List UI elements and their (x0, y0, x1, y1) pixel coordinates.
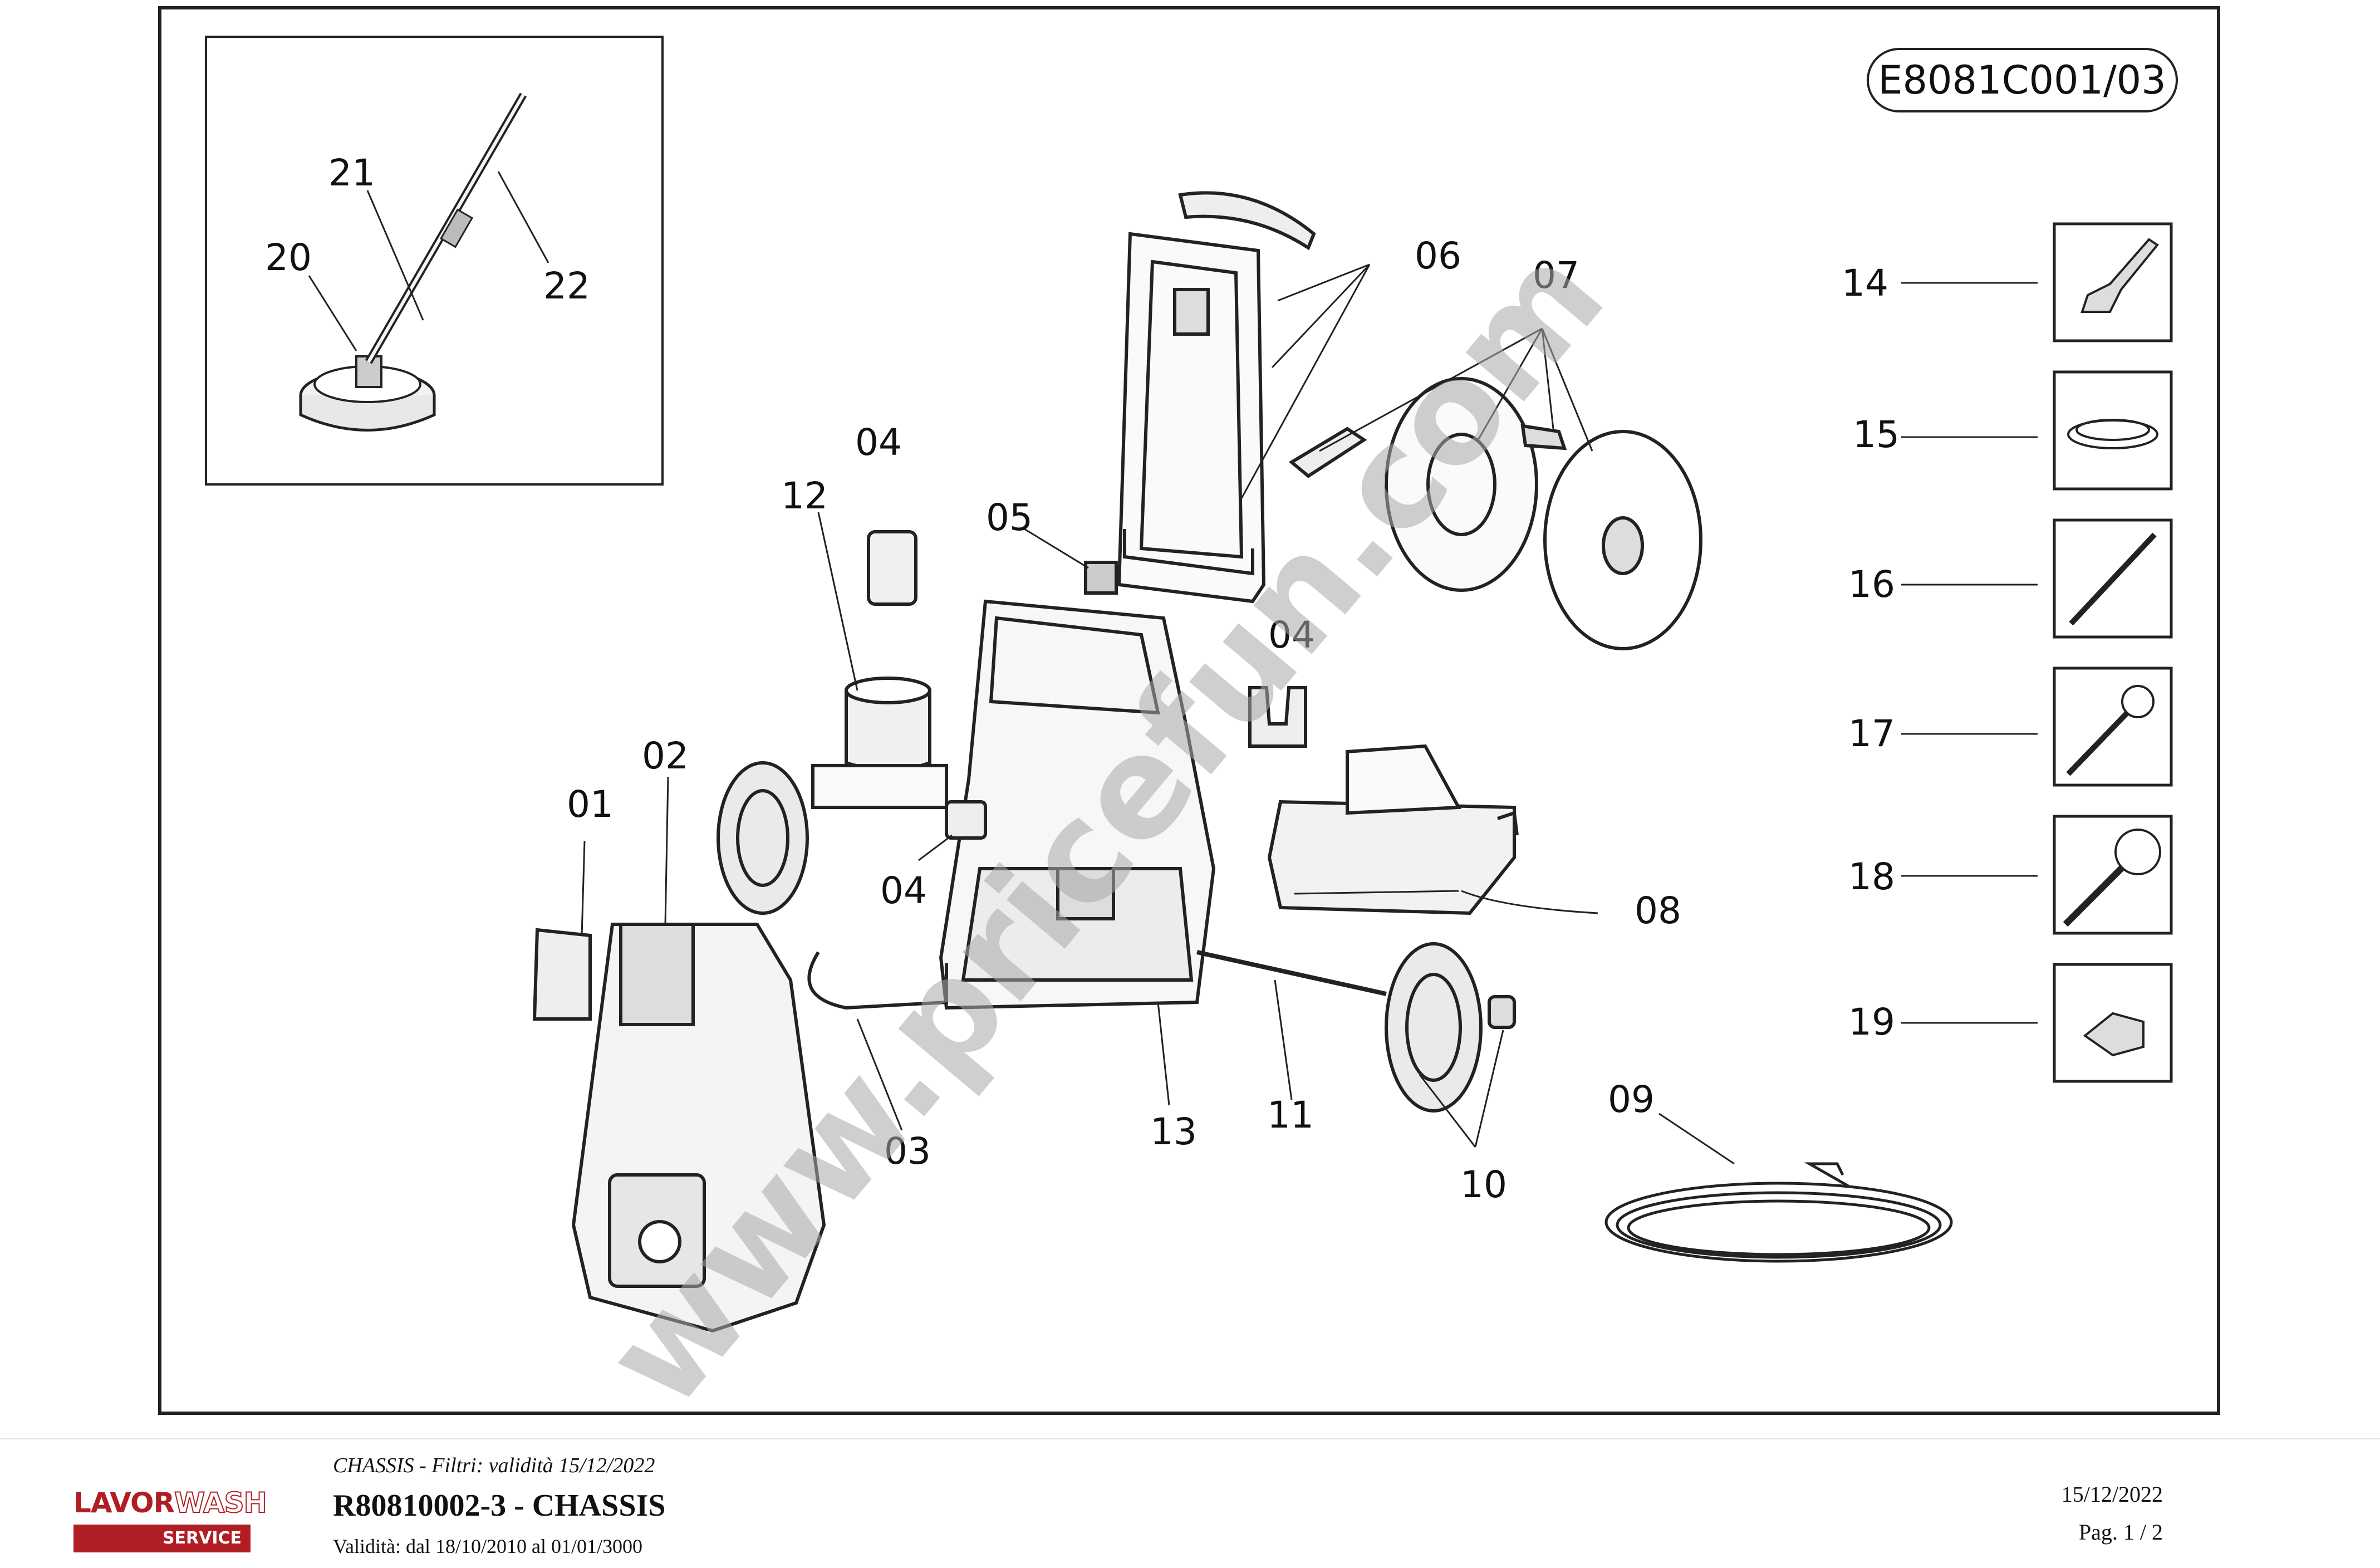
callout-07: 07 (1533, 254, 1579, 297)
part-08-base (1267, 744, 1519, 915)
logo-text-service: SERVICE (73, 1525, 251, 1552)
drawing-frame (158, 6, 2220, 1415)
exploded-parts-diagram: E8081C001/03 (158, 6, 2220, 1437)
callout-05: 05 (986, 496, 1033, 539)
callout-labels: 20 21 22 06 07 04 12 05 04 02 01 04 08 1… (265, 151, 1900, 1206)
logo-text-lavor: LAVOR (73, 1487, 175, 1519)
logo-text-wash: WASH (174, 1486, 267, 1520)
accessory-inset (205, 36, 664, 486)
callout-10: 10 (1460, 1163, 1507, 1206)
callout-20: 20 (265, 236, 312, 279)
callout-09: 09 (1608, 1078, 1655, 1121)
callout-14: 14 (1842, 262, 1888, 305)
callout-06: 06 (1415, 234, 1461, 277)
callout-17: 17 (1848, 712, 1895, 755)
part-06-handle-frame (1117, 191, 1316, 604)
part-12-filter-cup (811, 530, 948, 809)
callout-15: 15 (1853, 413, 1900, 456)
accessory-boxes (2053, 222, 2173, 1083)
lavor-wash-logo: LAVORWASH SERVICE (73, 1486, 267, 1554)
footer-title: R80810002-3 - CHASSIS (333, 1488, 666, 1523)
part-wheels (717, 761, 1516, 1113)
callout-08: 08 (1635, 889, 1681, 932)
callout-18: 18 (1848, 855, 1895, 898)
part-03-strap (807, 951, 948, 1010)
callout-13: 13 (1150, 1110, 1197, 1153)
footer-subtitle: CHASSIS - Filtri: validità 15/12/2022 (333, 1454, 655, 1477)
drawing-code-box: E8081C001/03 (1867, 48, 2178, 112)
callout-02: 02 (642, 734, 689, 777)
callout-04-left: 04 (880, 869, 927, 912)
callout-11: 11 (1267, 1094, 1314, 1136)
callout-22: 22 (543, 264, 590, 307)
part-07-reel (1288, 377, 1702, 650)
footer-divider (0, 1438, 2380, 1439)
callout-16: 16 (1848, 563, 1895, 606)
part-13-chassis (939, 561, 1216, 1010)
callout-19: 19 (1848, 1001, 1895, 1043)
footer-page-number: Pag. 1 / 2 (2078, 1520, 2163, 1545)
callout-03: 03 (884, 1130, 931, 1173)
leader-lines (581, 263, 2038, 1165)
callout-04-top: 04 (855, 421, 902, 464)
part-04-clips (945, 686, 1307, 840)
footer-date: 15/12/2022 (2061, 1482, 2163, 1507)
callout-01: 01 (567, 783, 614, 826)
part-01-02-front-cover (532, 923, 826, 1333)
callout-04-right: 04 (1268, 614, 1315, 656)
callout-12: 12 (781, 474, 828, 517)
drawing-code: E8081C001/03 (1878, 57, 2166, 103)
part-09-cable (1604, 1162, 1953, 1263)
footer-validity: Validità: dal 18/10/2010 al 01/01/3000 (333, 1535, 642, 1557)
callout-21: 21 (328, 151, 375, 194)
